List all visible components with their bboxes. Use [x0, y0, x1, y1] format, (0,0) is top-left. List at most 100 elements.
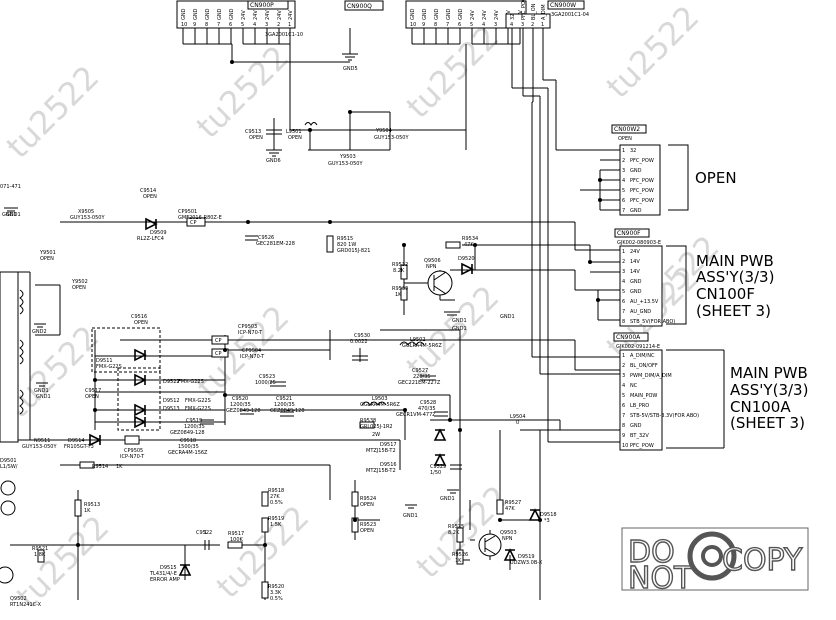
r9524-label: R9524 — [360, 496, 376, 502]
cn00w2-ref: CN00W2 — [614, 126, 640, 133]
r9518c-label: 0.5% — [270, 500, 283, 506]
d9520-label: D9520 — [458, 256, 475, 262]
d9511-label: D9511 — [96, 358, 113, 364]
r9538c-label: 2W — [372, 432, 380, 438]
cn900q-pin-num-8: 8 — [434, 22, 437, 28]
y9503-label: Y9503 — [339, 154, 356, 160]
d9518b-label: *3 — [544, 518, 550, 524]
l9504b-label: 0 — [516, 420, 519, 426]
main-a-line-1: MAIN PWB — [730, 364, 808, 382]
c9526b-label: GEC281EM-228 — [256, 241, 295, 247]
cn900a-pin-num-1: 1 — [622, 353, 625, 359]
cn900f-pin-num-1: 1 — [622, 249, 625, 255]
cp9501b-label: GMF2016-R80Z-E — [178, 215, 222, 221]
cn00w2-pin-num-3: 3 — [622, 168, 625, 174]
gnd1i-label: GND1 — [452, 326, 467, 332]
cn900w-pin-2: BL_ON — [531, 3, 537, 20]
cn900p-part: 3GA2001C1-10 — [265, 32, 303, 38]
cn900f-pin-num-4: 4 — [622, 279, 625, 285]
cn900p-pin-num-4: 4 — [253, 22, 256, 28]
cn900a-ref: CN900A — [616, 334, 641, 341]
x9505b-label: GUY153-050Y — [70, 215, 105, 221]
r9517b-label: 100K — [230, 537, 244, 543]
d9519b-label: UDZW3.0B-X — [510, 560, 543, 566]
l9502b-label: GGLRA4M-5R6Z — [402, 343, 442, 349]
cn00w2-pin-num-6: 6 — [622, 198, 625, 204]
cn900q-ref: CN900Q — [347, 3, 372, 10]
c9522b-label: 1 — [204, 530, 207, 536]
cn900w-pin-num-1: 1 — [541, 22, 544, 28]
cn900q-pin-num-10: 10 — [410, 22, 416, 28]
cn900a-pin-10: PFC_POW — [630, 443, 654, 449]
r9515c-label: GRD015J-821 — [337, 248, 370, 254]
d9509-label: D9509 — [150, 230, 167, 236]
cn900a-pin-9: BT_32V — [630, 433, 649, 439]
cp9505-label: CP9505 — [124, 448, 143, 454]
c9517-label: C9517 — [85, 388, 101, 394]
gnd1d-label: GND1 — [36, 394, 51, 400]
c9513-label: C9513 — [245, 129, 261, 135]
cn00w2-pin-1: 32 — [630, 148, 636, 154]
r9525b-label: 8.2K — [448, 530, 460, 536]
cp9505b-label: ICP-N70-T — [120, 454, 145, 460]
c9514b-label: OPEN — [143, 194, 157, 200]
d9517-label: D9517 — [380, 442, 397, 448]
c9516b-label: OPEN — [134, 320, 148, 326]
cn00w2-pin-num-7: 7 — [622, 208, 625, 214]
l9501b-label: OPEN — [288, 135, 302, 141]
y9503b-label: GUY153-050Y — [328, 161, 363, 167]
cn900f-pin-1: 24V — [630, 249, 640, 255]
cn900p-pin-num-9: 9 — [193, 22, 196, 28]
l9502-label: L9502 — [410, 337, 426, 343]
d9516-label: D9516 — [380, 462, 397, 468]
c9530b-label: 0.0022 — [350, 339, 368, 345]
d9515-label: D9515 — [160, 565, 177, 571]
cp9503b-label: ICP-N70-T — [238, 330, 263, 336]
r9533-label: R9533 — [392, 286, 408, 292]
r9532-label: R9532 — [392, 262, 408, 268]
c9517b-label: OPEN — [85, 394, 99, 400]
q9506-label: Q9506 — [424, 258, 441, 264]
cn00w2-part: OPEN — [618, 136, 632, 142]
d9512b-label: FMX-G22S — [185, 398, 211, 404]
cn900a-pin-num-6: 6 — [622, 403, 625, 409]
cn900a-pin-1: A_DIM/NC — [630, 353, 655, 359]
cn900q-pin-9: GND — [422, 8, 428, 20]
cn900f-pin-8: STB_5V(FOR ABO) — [630, 319, 675, 325]
d9511b-label: FMX-G22S — [96, 364, 122, 370]
cn900a-pin-3: PWM_DIM/A_DIM — [630, 373, 672, 379]
r071-label: 071-471 — [0, 184, 21, 190]
cn900w-pin-1: A_DIM — [541, 4, 547, 20]
c9521-label: C9521 — [276, 396, 292, 402]
cn900f-pin-num-5: 5 — [622, 289, 625, 295]
r9513b-label: 1K — [84, 508, 91, 514]
cn900p-pin-6: GND — [229, 8, 235, 20]
cn900a-ref-tag — [613, 332, 649, 342]
cn900q-pin-8: GND — [434, 8, 440, 20]
c9518-label: C9518 — [180, 438, 196, 444]
c9530-label: C9530 — [354, 333, 370, 339]
cn900q-pin-num-6: 6 — [458, 22, 461, 28]
cn900p-pin-10: GND — [181, 8, 187, 20]
cn00w2-pin-num-1: 1 — [622, 148, 625, 154]
cn900p-pin-num-1: 1 — [288, 22, 291, 28]
gnd2-label: GND2 — [32, 329, 47, 335]
gnd1h-label: GND1 — [2, 212, 17, 218]
cn900w-ref-tag — [547, 0, 585, 10]
cn900a-pin-6: LB_PRO — [630, 403, 649, 409]
cn900q-pin-num-7: 7 — [446, 22, 449, 28]
cn900q-pin-6: GND — [458, 8, 464, 20]
c9523b-label: 1000/25 — [255, 380, 276, 386]
open-group: OPEN — [668, 144, 737, 211]
cp9504-label: CP9504 — [242, 348, 261, 354]
y9501b-label: OPEN — [40, 256, 54, 262]
d9517b-label: MTZJ15B-T2 — [366, 448, 396, 454]
gnd1e-label: GND1 — [403, 513, 418, 519]
cn900q-pin-num-3: 3 — [494, 22, 497, 28]
c9514-label: C9514 — [140, 188, 156, 194]
gnd1a-label: GND1 — [6, 212, 21, 218]
d9514b-label: FR105GT-T3 — [64, 444, 94, 450]
r9523-label: R9523 — [360, 522, 376, 528]
